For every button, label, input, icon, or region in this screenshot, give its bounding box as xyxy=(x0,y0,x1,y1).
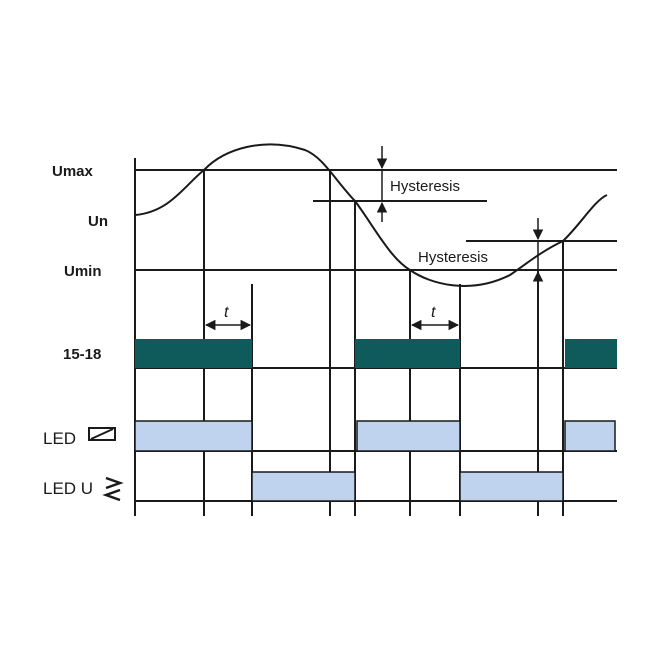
greater-less-icon xyxy=(102,476,124,502)
led-voltage-pulse xyxy=(459,471,564,502)
led-relay-pulse xyxy=(356,420,461,452)
umin-label: Umin xyxy=(64,263,102,280)
led-relay-pulse xyxy=(134,420,253,452)
led-voltage-pulse xyxy=(251,471,356,502)
led-relay-label: LED xyxy=(43,429,76,448)
delay-label-2: t xyxy=(431,304,436,321)
delay-label-1: t xyxy=(224,304,229,321)
hysteresis-lower-label: Hysteresis xyxy=(418,249,488,266)
relay-pulse xyxy=(355,339,460,368)
relay-pulse xyxy=(565,339,617,368)
un-label: Un xyxy=(88,213,108,230)
relay-pulse xyxy=(135,339,252,368)
umax-label: Umax xyxy=(52,163,94,180)
voltage-waveform xyxy=(134,143,608,287)
hysteresis-upper-label: Hysteresis xyxy=(390,178,460,195)
relay-label: 15-18 xyxy=(63,346,101,363)
led-relay-pulse xyxy=(564,420,616,452)
led-voltage-label: LED U xyxy=(43,479,93,498)
relay-coil-icon xyxy=(88,427,116,441)
